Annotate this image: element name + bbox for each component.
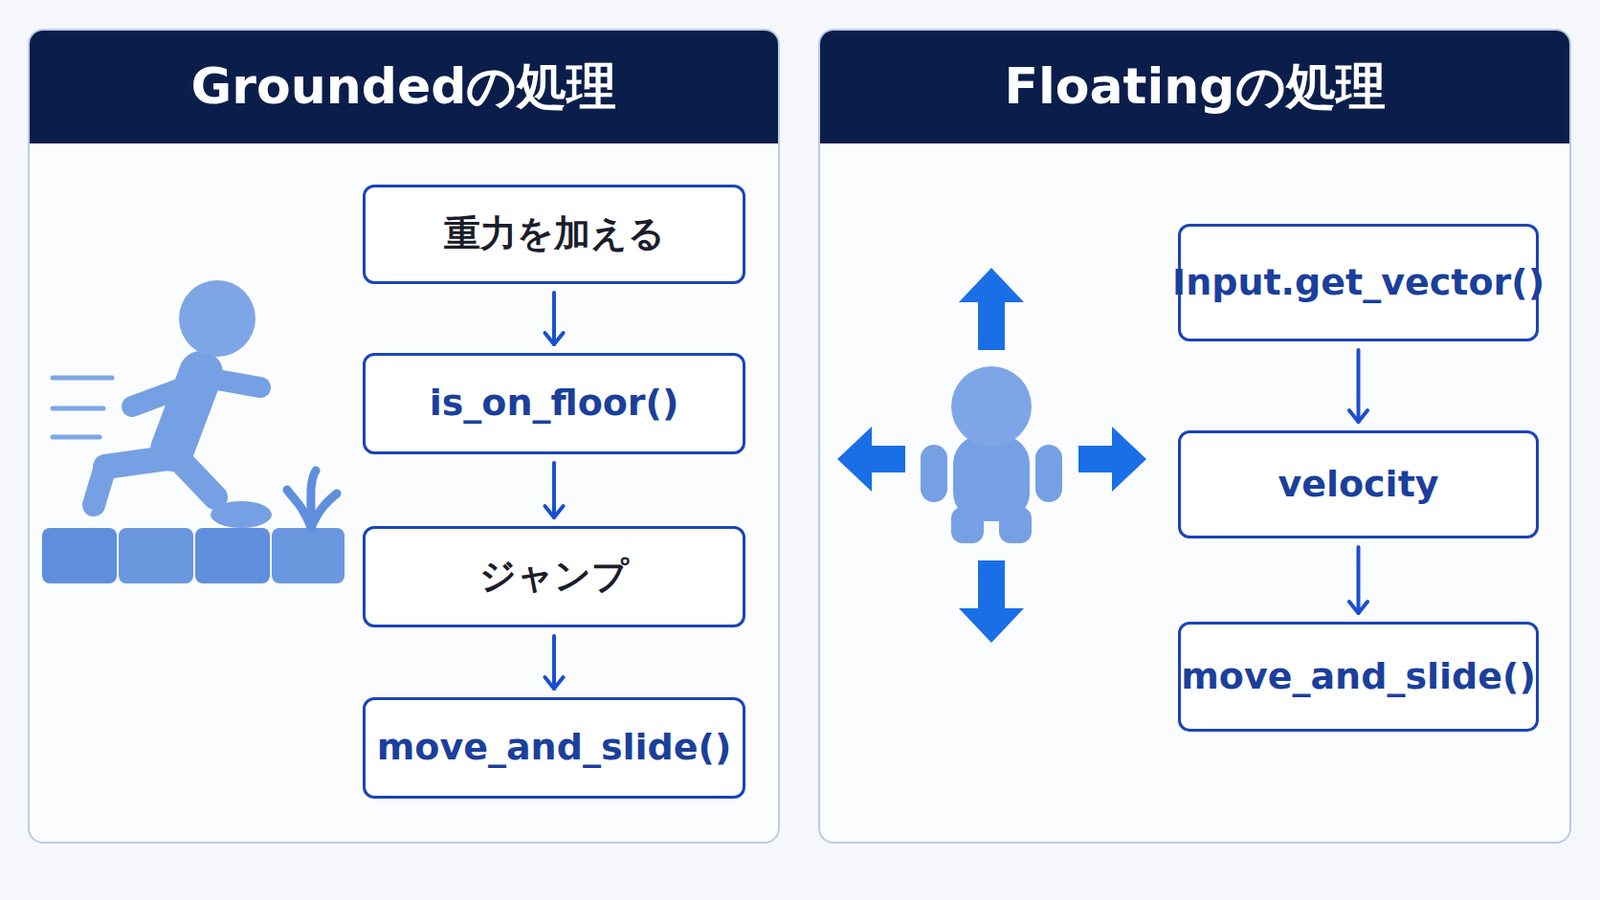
step-label: is_on_floor() bbox=[429, 382, 680, 425]
process-panel: Groundedの処理重力を加える is_on_floor() ジャンプ move_a… bbox=[27, 28, 780, 845]
process-box: 重力を加える bbox=[362, 184, 746, 285]
process-panel: Floatingの処理 Input.get_vector() velocity mov… bbox=[818, 28, 1572, 845]
panel-header: Floatingの処理 bbox=[820, 30, 1570, 144]
process-box: ジャンプ bbox=[362, 526, 746, 628]
step-label: ジャンプ bbox=[479, 555, 629, 599]
step-label: velocity bbox=[1277, 464, 1439, 507]
step-label: 重力を加える bbox=[444, 213, 666, 256]
panel-header: Groundedの処理 bbox=[29, 30, 778, 144]
step-label: Input.get_vector() bbox=[1172, 262, 1545, 305]
process-box: is_on_floor() bbox=[362, 353, 746, 455]
step-label: move_and_slide() bbox=[377, 727, 733, 770]
process-box: move_and_slide() bbox=[1177, 622, 1539, 733]
process-box: move_and_slide() bbox=[362, 697, 746, 800]
step-label: move_and_slide() bbox=[1180, 656, 1536, 699]
panel-title: Groundedの処理 bbox=[191, 53, 618, 121]
process-box: velocity bbox=[1177, 430, 1539, 539]
panel-title: Floatingの処理 bbox=[1003, 53, 1385, 121]
process-box: Input.get_vector() bbox=[1177, 223, 1539, 342]
